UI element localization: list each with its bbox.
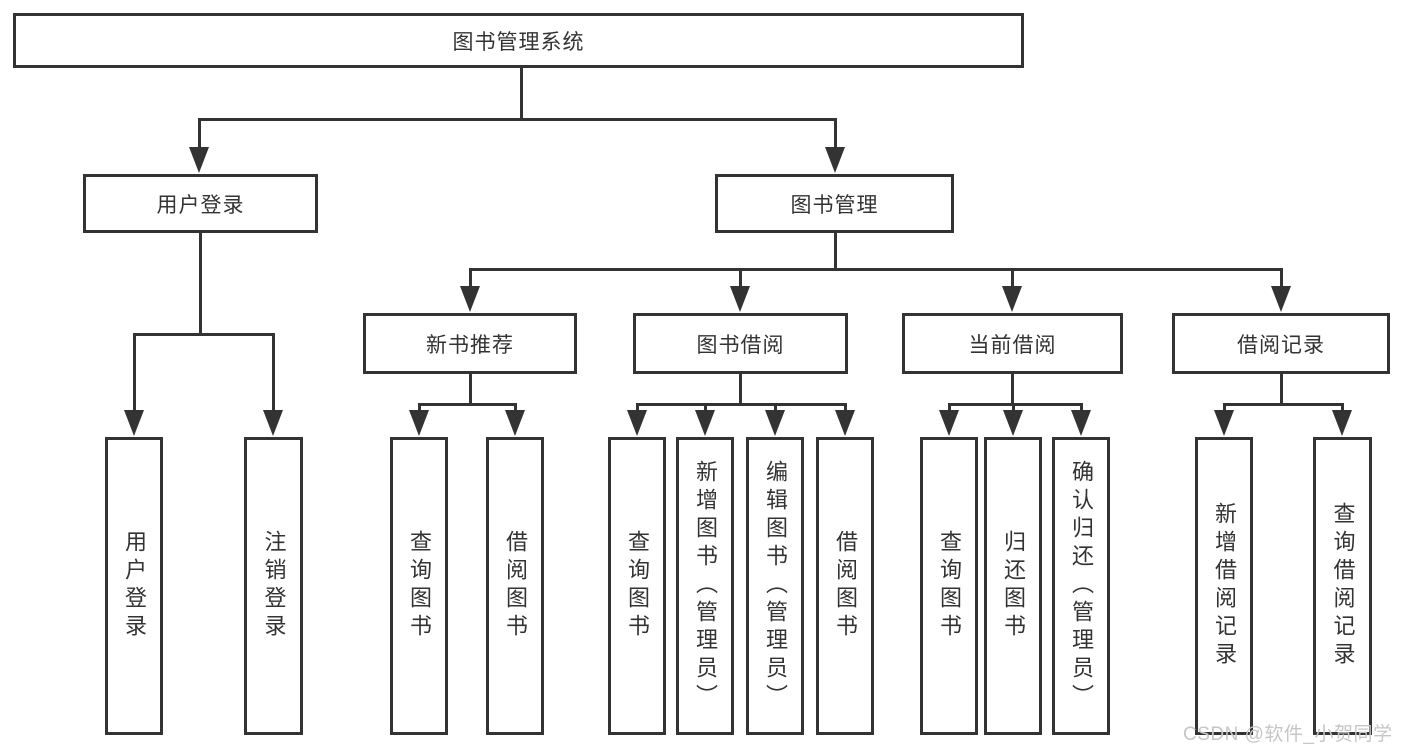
arrow-down-icon [409,410,429,436]
node-query-borrowing-record: 查询借阅记录 [1313,437,1372,735]
node-label-confirm-return-admin: 确认归还（管理员） [1069,460,1094,712]
connector-arrow-stem [1080,404,1083,412]
node-library-management-system: 图书管理系统 [13,13,1024,68]
connector-arrow-stem [774,404,777,412]
connector-line-horizontal [636,403,847,406]
connector-arrow-stem [844,404,847,412]
connector-arrow-stem [1223,404,1226,412]
node-label-add-borrowing-record: 新增借阅记录 [1212,502,1237,670]
connector-line-vertical [469,374,472,406]
node-label-new-book-recommendation: 新书推荐 [426,333,514,357]
connector-line-vertical [739,374,742,406]
arrow-down-icon [189,147,209,173]
arrow-down-icon [825,147,845,173]
node-borrowing-records: 借阅记录 [1172,313,1390,374]
connector-line-vertical [520,68,523,121]
connector-arrow-stem [948,404,951,412]
node-borrow-books-borrowing: 借阅图书 [816,437,874,735]
connector-line-vertical [834,233,837,271]
node-query-books-current: 查询图书 [920,437,978,735]
node-label-add-books-admin: 新增图书（管理员） [693,460,718,712]
node-new-book-recommendation: 新书推荐 [363,313,577,374]
node-label-borrow-books-borrowing: 借阅图书 [833,530,858,642]
node-user-login-action: 用户登录 [105,437,163,735]
node-label-query-books-recommend: 查询图书 [407,530,432,642]
connector-arrow-stem [1012,404,1015,412]
node-add-books-admin: 新增图书（管理员） [676,437,734,735]
connector-arrow-stem [469,269,472,288]
node-borrow-books-recommend: 借阅图书 [486,437,544,735]
arrow-down-icon [1071,410,1091,436]
connector-line-horizontal [948,403,1083,406]
node-query-books-borrowing: 查询图书 [608,437,666,735]
node-label-edit-books-admin: 编辑图书（管理员） [763,460,788,712]
node-confirm-return-admin: 确认归还（管理员） [1052,437,1110,735]
connector-line-horizontal [133,333,275,336]
connector-arrow-stem [834,119,837,149]
node-add-borrowing-record: 新增借阅记录 [1195,437,1253,735]
connector-line-horizontal [198,118,837,121]
csdn-watermark: CSDN @软件_小贺同学 [1183,724,1393,745]
arrow-down-icon [263,410,283,436]
arrow-down-icon [124,410,144,436]
connector-arrow-stem [418,404,421,412]
arrow-down-icon [460,286,480,312]
node-label-borrow-books-recommend: 借阅图书 [503,530,528,642]
node-return-books: 归还图书 [984,437,1042,735]
node-query-books-recommend: 查询图书 [390,437,448,735]
node-label-logout-action: 注销登录 [261,530,287,642]
connector-line-vertical [1011,374,1014,406]
node-label-return-books: 归还图书 [1001,530,1026,642]
connector-arrow-stem [198,119,201,149]
connector-line-horizontal [1223,403,1344,406]
connector-line-horizontal [469,268,1283,271]
node-label-book-borrowing: 图书借阅 [696,333,785,357]
connector-arrow-stem [704,404,707,412]
connector-line-horizontal [418,403,517,406]
node-label-user-login-action: 用户登录 [122,530,147,642]
connector-arrow-stem [636,404,639,412]
node-book-management: 图书管理 [715,174,954,233]
arrow-down-icon [1002,286,1022,312]
arrow-down-icon [765,410,785,436]
node-current-borrowing: 当前借阅 [902,313,1123,374]
node-label-query-books-current: 查询图书 [937,530,962,642]
node-label-book-management: 图书管理 [790,193,879,217]
arrow-down-icon [730,286,750,312]
connector-arrow-stem [272,334,275,412]
arrow-down-icon [1332,410,1352,436]
arrow-down-icon [939,410,959,436]
arrow-down-icon [695,410,715,436]
node-label-user-login: 用户登录 [156,193,245,217]
node-label-library-management-system: 图书管理系统 [452,30,585,54]
node-label-current-borrowing: 当前借阅 [968,333,1057,357]
node-label-query-borrowing-record: 查询借阅记录 [1330,502,1356,670]
connector-line-vertical [199,233,202,336]
node-label-query-books-borrowing: 查询图书 [625,530,650,642]
connector-arrow-stem [1011,269,1014,288]
arrow-down-icon [1214,410,1234,436]
connector-line-vertical [1280,374,1283,406]
node-user-login: 用户登录 [83,174,318,233]
node-book-borrowing: 图书借阅 [633,313,848,374]
node-label-borrowing-records: 借阅记录 [1237,333,1325,357]
arrow-down-icon [627,410,647,436]
connector-arrow-stem [133,334,136,412]
connector-arrow-stem [1341,404,1344,412]
connector-arrow-stem [739,269,742,288]
connector-arrow-stem [1280,269,1283,288]
node-logout-action: 注销登录 [244,437,303,735]
arrow-down-icon [835,410,855,436]
arrow-down-icon [1003,410,1023,436]
connector-arrow-stem [514,404,517,412]
node-edit-books-admin: 编辑图书（管理员） [746,437,804,735]
arrow-down-icon [505,410,525,436]
arrow-down-icon [1271,286,1291,312]
